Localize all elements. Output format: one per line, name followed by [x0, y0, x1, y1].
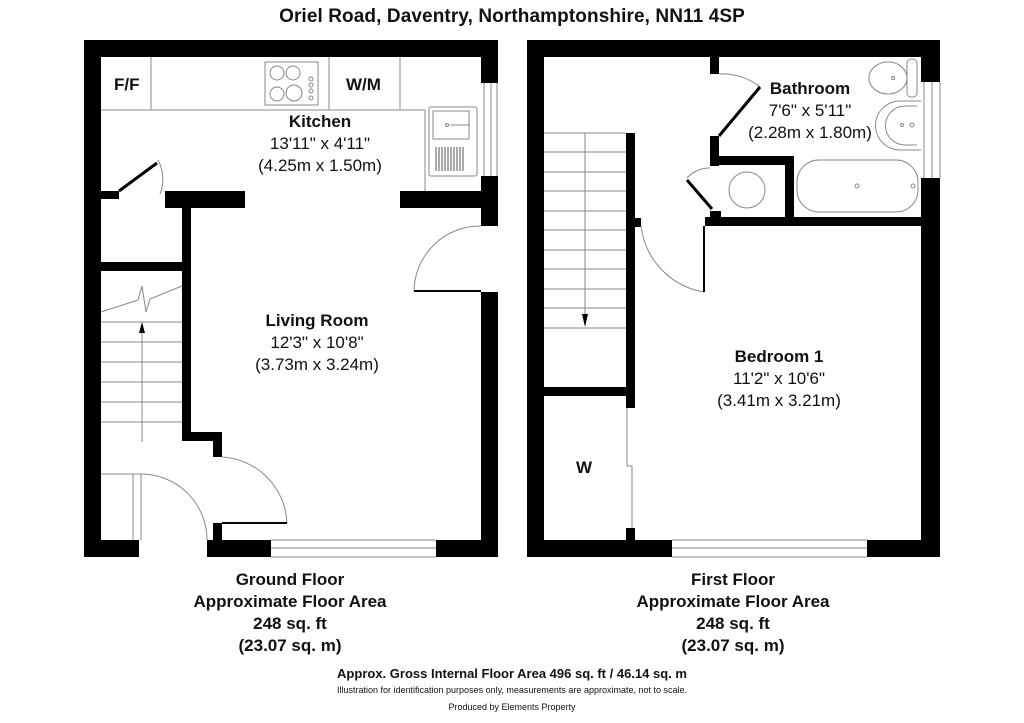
room-name: Bedroom 1 — [734, 347, 824, 366]
ground-floor-summary: Ground Floor Approximate Floor Area 248 … — [160, 569, 420, 657]
room-bathroom: Bathroom 7'6" x 5'11" (2.28m x 1.80m) — [705, 78, 915, 144]
floor-area-sqft: 248 sq. ft — [253, 614, 327, 633]
first-floor-summary: First Floor Approximate Floor Area 248 s… — [603, 569, 863, 657]
ground-floor-fixtures — [100, 57, 498, 558]
room-name: Living Room — [265, 311, 369, 330]
gross-floor-area: Approx. Gross Internal Floor Area 496 sq… — [337, 666, 687, 681]
wardrobe-label: W — [576, 458, 593, 477]
first-floor-plan — [527, 40, 940, 557]
room-metric: (3.73m x 3.24m) — [255, 355, 379, 374]
room-imperial: 13'11" x 4'11" — [269, 134, 371, 153]
room-name: Kitchen — [288, 112, 352, 131]
room-kitchen: Kitchen 13'11" x 4'11" (4.25m x 1.50m) — [215, 111, 425, 177]
floor-name: First Floor — [690, 570, 776, 589]
stairs-down-arrow-icon — [582, 314, 588, 327]
room-metric: (3.41m x 3.21m) — [717, 391, 841, 410]
floor-area-label: Approximate Floor Area — [636, 592, 830, 611]
disclaimer: Illustration for identification purposes… — [336, 685, 687, 695]
floor-area-sqm: (23.07 sq. m) — [238, 636, 342, 655]
fridge-freezer-label: F/F — [114, 75, 140, 94]
ground-floor-plan — [84, 40, 498, 557]
floor-area-sqft: 248 sq. ft — [696, 614, 770, 633]
room-metric: (2.28m x 1.80m) — [748, 123, 872, 142]
washing-machine-label: W/M — [346, 75, 381, 94]
room-bedroom-1: Bedroom 1 11'2" x 10'6" (3.41m x 3.21m) — [674, 346, 884, 412]
floor-area-sqm: (23.07 sq. m) — [681, 636, 785, 655]
producer-credit: Produced by Elements Property — [448, 702, 576, 712]
room-metric: (4.25m x 1.50m) — [258, 156, 382, 175]
stairs-up-arrow-icon — [139, 322, 145, 333]
room-living-room: Living Room 12'3" x 10'8" (3.73m x 3.24m… — [212, 310, 422, 376]
room-imperial: 7'6" x 5'11" — [768, 101, 852, 120]
room-name: Bathroom — [769, 79, 851, 98]
floor-area-label: Approximate Floor Area — [193, 592, 387, 611]
floor-name: Ground Floor — [235, 570, 345, 589]
room-imperial: 11'2" x 10'6" — [733, 369, 825, 388]
page-title: Oriel Road, Daventry, Northamptonshire, … — [279, 6, 745, 27]
room-imperial: 12'3" x 10'8" — [270, 333, 364, 352]
first-floor-fixtures — [544, 58, 941, 558]
